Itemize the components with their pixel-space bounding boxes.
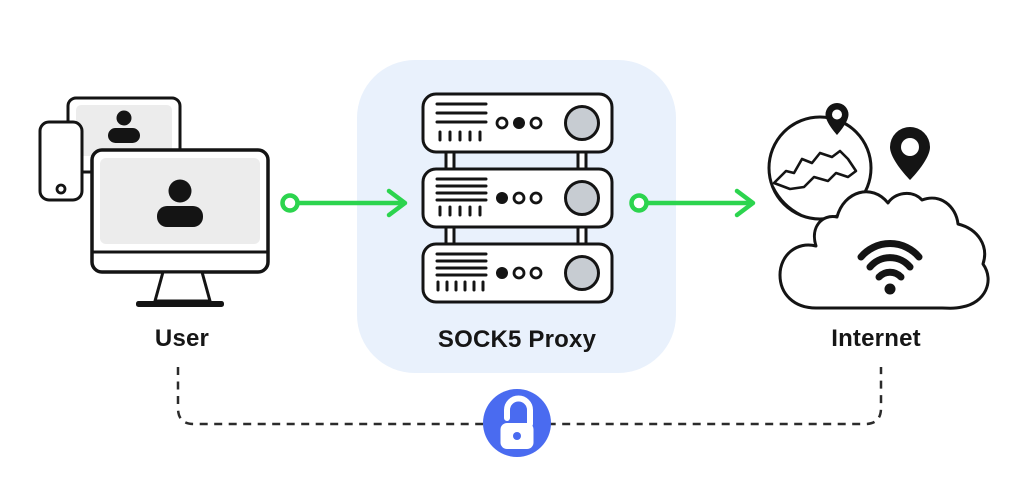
user-label: User [154, 325, 210, 352]
server-unit-3 [421, 242, 614, 304]
proxy-label: SOCK5 Proxy [437, 326, 597, 353]
server-knob [564, 180, 600, 216]
person-icon [157, 179, 203, 227]
wifi-icon [857, 240, 923, 295]
arrow-user-to-proxy [280, 188, 408, 218]
server-knob [564, 105, 600, 141]
internet-label: Internet [831, 325, 921, 352]
monitor-base [136, 301, 224, 307]
phone-icon [38, 120, 84, 202]
arrow-head-icon [734, 188, 756, 218]
monitor-stand [153, 270, 212, 303]
user-devices-icon [38, 96, 270, 307]
status-lights [496, 266, 543, 280]
location-pin-large-icon [890, 127, 930, 180]
secure-dashed-line [176, 367, 883, 426]
cloud-icon [778, 190, 990, 310]
server-stack-icon [421, 92, 614, 304]
arrow-start-ring [280, 193, 300, 213]
status-lights [496, 191, 543, 205]
globe-icon [767, 115, 888, 243]
status-lights [495, 116, 543, 130]
arrow-head-icon [386, 188, 408, 218]
monitor-icon [90, 148, 270, 307]
location-pin-small-icon [825, 103, 849, 135]
globe-cloud-wifi-icon [767, 103, 990, 310]
arrow-start-ring [629, 193, 649, 213]
server-unit-1 [421, 92, 614, 154]
person-icon [108, 110, 140, 143]
unlocked-padlock-icon [483, 389, 551, 457]
server-unit-2 [421, 167, 614, 229]
server-knob [564, 255, 600, 291]
arrow-proxy-to-internet [629, 188, 756, 218]
home-button-icon [55, 183, 67, 195]
